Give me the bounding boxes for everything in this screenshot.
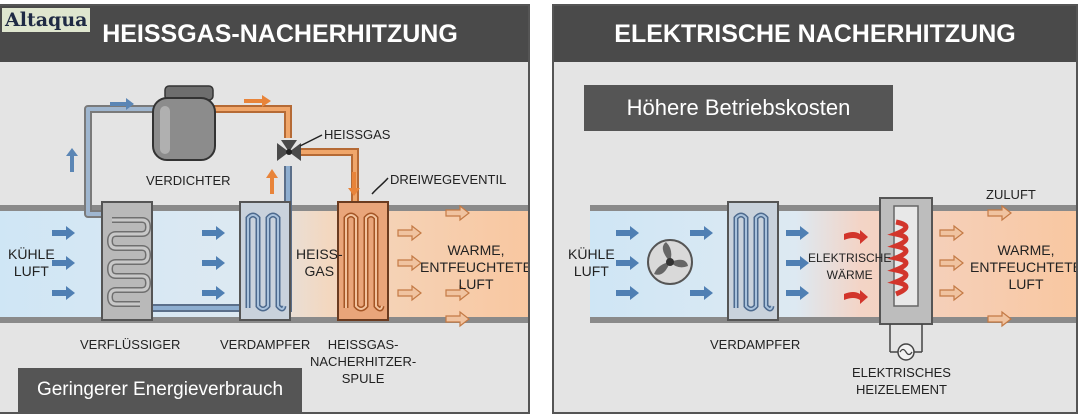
right-cold-air-arrows (616, 226, 809, 300)
condenser-coil (101, 201, 153, 321)
hot-gas-reheat-panel: HEISSGAS-NACHERHITZUNG (0, 4, 530, 414)
right-warm-air-arrows (939, 204, 1012, 328)
left-inlet-label: KÜHLE LUFT (8, 246, 55, 279)
cold-air-arrows (52, 226, 225, 300)
hot-gas-label: HEISS- GAS (296, 246, 343, 279)
hot-gas-reheat-diagram (0, 85, 528, 328)
evaporator-coil (239, 201, 291, 321)
electric-heater (879, 197, 933, 361)
valve-leader (371, 177, 389, 195)
electric-heat-label: ELEKTRISCHE WÄRME (808, 251, 892, 282)
right-outlet-label: WARME, ENTFEUCHTETE LUFT (970, 242, 1078, 292)
fan-icon (647, 239, 693, 285)
right-evaporator-coil (727, 201, 779, 321)
flow-arrow-4 (266, 169, 278, 194)
warm-air-arrows (397, 204, 470, 328)
right-duct-bottom-wall (590, 317, 1076, 323)
flow-arrow-2 (66, 148, 78, 172)
electric-reheat-panel: ELEKTRISCHE NACHERHITZUNG (552, 4, 1078, 414)
left-title-banner: HEISSGAS-NACHERHITZUNG (0, 6, 528, 62)
flow-arrow-1 (110, 98, 134, 110)
compressor-label: VERDICHTER (146, 173, 231, 188)
right-duct-top-wall (590, 205, 1076, 211)
discharge-line (212, 105, 292, 138)
altaqua-logo: Altaqua (2, 8, 91, 32)
electric-heat-arrows (844, 230, 868, 304)
heater-label: ELEKTRISCHES HEIZELEMENT (852, 365, 951, 397)
flow-arrow-5 (348, 172, 360, 196)
hot-gas-line (300, 148, 359, 202)
discharge-line-core (212, 107, 290, 138)
right-title-banner: ELEKTRISCHE NACHERHITZUNG (554, 6, 1076, 62)
reheat-coil-label: HEISSGAS- NACHERHITZER- SPULE (310, 337, 417, 386)
left-outlet-label: WARME, ENTFEUCHTETE LUFT (420, 242, 530, 292)
flow-arrow-3 (244, 95, 271, 107)
supply-label: ZULUFT (986, 187, 1036, 202)
evaporator-label: VERDAMPFER (220, 337, 311, 352)
valve-label: DREIWEGEVENTIL (390, 172, 507, 187)
left-title: HEISSGAS-NACHERHITZUNG (102, 20, 458, 48)
heissgas-label: HEISSGAS (324, 127, 391, 142)
reheat-coil (337, 201, 389, 321)
right-title: ELEKTRISCHE NACHERHITZUNG (614, 20, 1016, 48)
left-note: Geringerer Energieverbrauch (18, 368, 302, 412)
right-inlet-label: KÜHLE LUFT (568, 246, 615, 279)
electric-reheat-diagram (590, 197, 1076, 361)
heissgas-leader (299, 134, 323, 147)
condenser-label: VERFLÜSSIGER (80, 337, 181, 352)
hot-gas-line-core (300, 150, 357, 202)
compressor (152, 85, 216, 161)
three-way-valve (277, 140, 301, 161)
right-note: Höhere Betriebskosten (584, 85, 893, 131)
right-evaporator-label: VERDAMPFER (710, 337, 801, 352)
